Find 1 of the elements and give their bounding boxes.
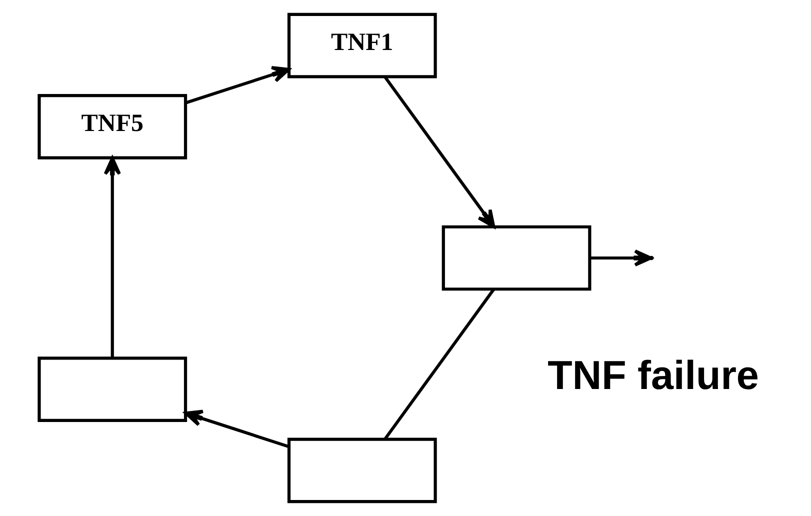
label: TNF failure bbox=[548, 352, 759, 398]
